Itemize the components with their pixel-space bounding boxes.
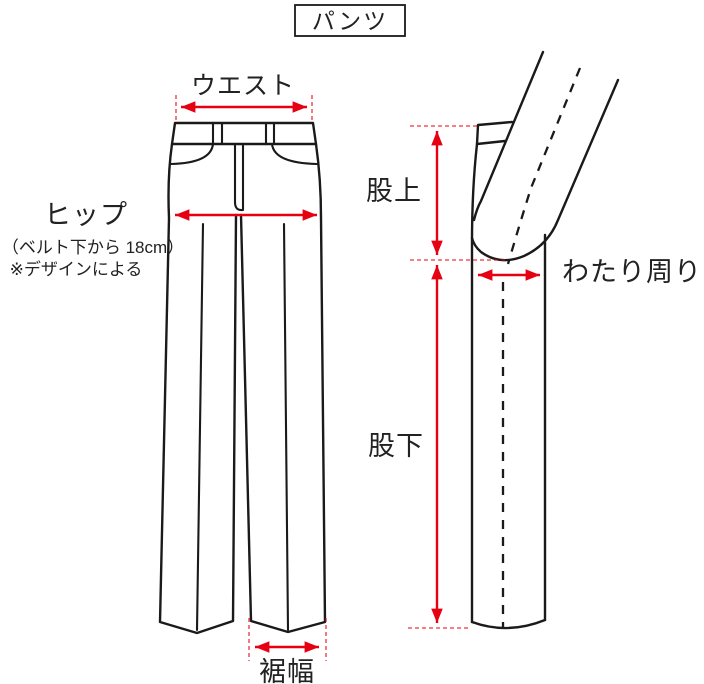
pants-side-view [470, 50, 620, 630]
side-waistband [475, 120, 514, 146]
side-measurements [408, 125, 540, 629]
side-front-fold-edge [472, 50, 545, 222]
pants-front-view [158, 121, 327, 635]
diagram-title: パンツ [312, 8, 388, 34]
front-creases [195, 222, 290, 632]
thigh-label: わたり周り [562, 257, 702, 287]
inseam-label: 股下 [368, 431, 424, 461]
belt-loops [211, 121, 276, 146]
rise-label: 股上 [366, 176, 422, 206]
title-box: パンツ [294, 4, 406, 37]
hip-label: ヒップ [44, 200, 128, 230]
waist-extent-lines [175, 95, 313, 123]
waist-label: ウエスト [191, 72, 295, 100]
front-right-leg [239, 142, 327, 634]
front-measurements [175, 95, 327, 661]
pocket-seams [169, 142, 319, 166]
hip-note-1: （ベルト下から 18cm） [2, 238, 184, 257]
hem-width-label: 裾幅 [259, 657, 315, 684]
labels: ウエスト ヒップ （ベルト下から 18cm） ※デザインによる 裾幅 股上 股下… [2, 72, 702, 684]
hem-extent-lines [248, 618, 327, 661]
fly-seam [233, 142, 245, 212]
front-left-leg [158, 142, 238, 635]
hip-note-2: ※デザインによる [10, 259, 143, 279]
front-waistband [170, 121, 318, 146]
side-hem [470, 618, 547, 630]
title-box-border [294, 4, 406, 37]
